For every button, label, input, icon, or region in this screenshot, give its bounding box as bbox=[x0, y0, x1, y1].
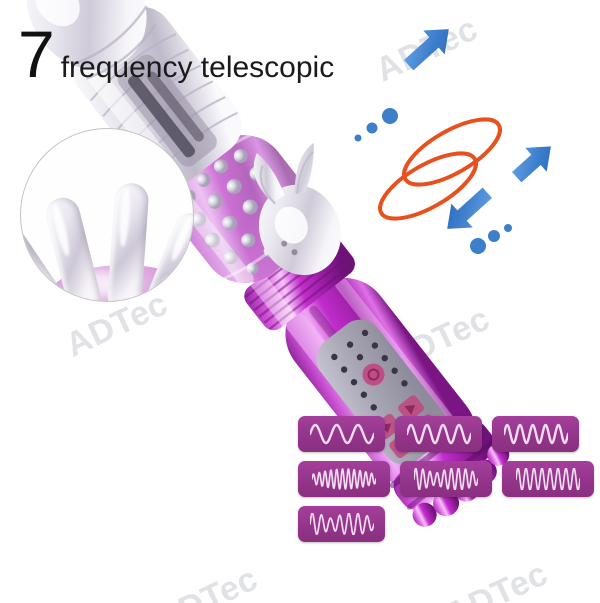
pattern-row bbox=[298, 461, 594, 497]
rotation-ring-lower bbox=[378, 151, 478, 221]
pattern-chip-5[interactable] bbox=[400, 461, 492, 497]
flexible-tip-detail-circle bbox=[20, 128, 194, 302]
pattern-chip-3[interactable] bbox=[492, 416, 579, 452]
clear-head bbox=[26, 0, 157, 80]
rabbit-ears-attachment bbox=[253, 142, 342, 276]
waveform-icon bbox=[309, 513, 374, 535]
waveform-icon bbox=[312, 468, 376, 490]
motion-indicator-layer bbox=[354, 29, 551, 254]
rotation-ring-upper bbox=[402, 117, 502, 187]
pattern-chip-2[interactable] bbox=[395, 416, 482, 452]
thrust-arrow-lower-up bbox=[512, 146, 551, 183]
pattern-chip-7[interactable] bbox=[298, 506, 385, 542]
waveform-icon bbox=[414, 468, 478, 490]
thrust-arrow-upper bbox=[404, 29, 449, 71]
waveform-icon bbox=[503, 423, 568, 445]
mode-button-round bbox=[362, 363, 385, 386]
headline-number: 7 bbox=[18, 17, 55, 91]
pattern-chip-1[interactable] bbox=[298, 416, 385, 452]
pattern-chip-6[interactable] bbox=[502, 461, 594, 497]
pattern-row bbox=[298, 416, 594, 452]
vibration-pattern-list bbox=[298, 416, 594, 551]
dot-trail-lower bbox=[470, 224, 512, 254]
pattern-chip-4[interactable] bbox=[298, 461, 390, 497]
page-title: 7 frequency telescopic bbox=[18, 17, 335, 91]
thrust-arrow-lower bbox=[447, 187, 492, 229]
led-indicator-dots bbox=[331, 329, 408, 411]
headline-text: frequency telescopic bbox=[60, 51, 335, 84]
waveform-icon bbox=[406, 423, 471, 445]
waveform-icon bbox=[516, 468, 580, 490]
waveform-icon bbox=[309, 423, 374, 445]
pattern-row bbox=[298, 506, 594, 542]
dot-trail-upper bbox=[354, 108, 398, 142]
